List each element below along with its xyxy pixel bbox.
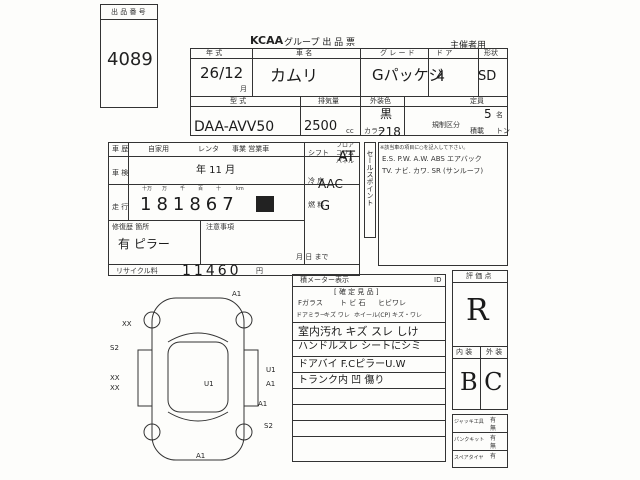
front-right-wheel [235, 311, 253, 329]
header-grid [190, 48, 508, 136]
mileage-value: 181867 [140, 194, 239, 215]
diagram-mark: U1 [266, 366, 276, 374]
recycle-value: 11460 [182, 263, 242, 279]
shape-value: SD [478, 69, 497, 84]
diagram-mark: S2 [264, 422, 273, 430]
car-damage-diagram: A1 XX U1 A1 XX XX A1 U1 A1 S2 S2 [110, 290, 276, 461]
inspection-value: 年 11 月 [196, 165, 236, 176]
diagram-mark: A1 [266, 380, 275, 388]
lot-number-label: 出 品 番 号 [111, 8, 146, 16]
color-code: 218 [378, 125, 401, 139]
year-value: 26/12 [200, 64, 244, 82]
grade-value: Gパッケジ [372, 66, 444, 84]
car-body-outline [151, 297, 245, 461]
car-name: カムリ [270, 66, 319, 85]
ac-value: AAC [318, 177, 343, 191]
checks-block [452, 414, 508, 468]
sale-point-column [364, 142, 376, 238]
left-door-panel [137, 349, 153, 407]
diagram-mark: XX [122, 320, 132, 328]
right-door-panel [243, 349, 259, 407]
notes-line-4: トランク内 凹 傷り [298, 375, 385, 386]
car-roof-outline [167, 341, 229, 413]
diagram-mark: A1 [258, 400, 267, 408]
rear-window-outline [167, 411, 229, 422]
notes-line-3: ドアバイ F.CピラーU.W [298, 359, 406, 370]
diagram-mark: XX [110, 384, 120, 392]
doors-value: 4 [436, 69, 445, 85]
mileage-marker [256, 196, 274, 212]
options-block [378, 142, 508, 266]
interior-grade: BC [460, 368, 509, 396]
lot-number-box: 出 品 番 号 4089 [100, 4, 158, 108]
notes-line-1: 室内汚れ キズ スレ しけ [298, 325, 419, 338]
capacity-value: 5 [484, 107, 492, 121]
auction-grade: R [466, 293, 489, 328]
form-title: グループ 出 品 票 [284, 38, 356, 48]
diagram-mark: A1 [196, 452, 205, 460]
lot-number: 4089 [107, 49, 153, 70]
shift-value: AT [338, 149, 356, 165]
repair-value: 有 ピラー [118, 237, 170, 251]
fuel-value: G [320, 199, 331, 214]
rear-right-wheel [235, 423, 253, 441]
displacement-value: 2500 [304, 119, 338, 134]
brand-logo: KCAA [250, 34, 284, 47]
owner-label: 主催者用 [450, 41, 487, 51]
windshield-outline [167, 332, 229, 343]
diagram-mark: S2 [110, 344, 119, 352]
notes-line-2: ハンドルスレ シートにシミ [298, 341, 422, 352]
info-block [108, 142, 360, 276]
model-code: DAA-AVV50 [194, 119, 275, 135]
rear-left-wheel [143, 423, 161, 441]
diagram-mark: U1 [204, 380, 214, 388]
diagram-mark: XX [110, 374, 120, 382]
sale-point-label: セールスポイント [366, 150, 374, 206]
front-left-wheel [143, 311, 161, 329]
meter-notes-block [292, 274, 446, 462]
color-value: 黒 [380, 107, 393, 121]
diagram-mark: A1 [232, 290, 241, 298]
